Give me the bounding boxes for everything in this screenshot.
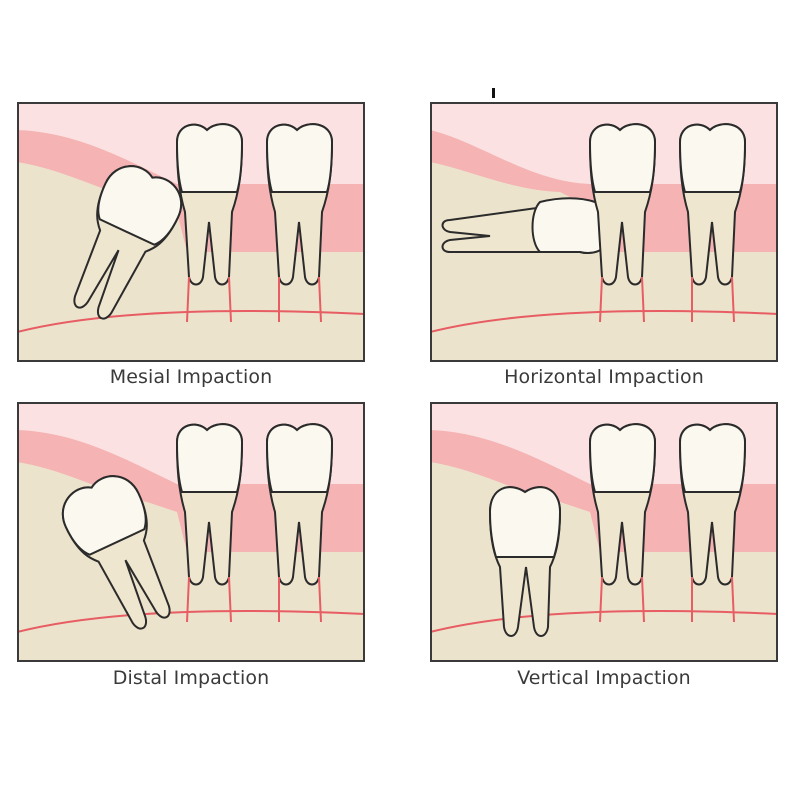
vertical-impaction-illustration — [430, 402, 778, 662]
horizontal-impaction-illustration — [430, 102, 778, 362]
panel-mesial-impaction — [17, 102, 365, 362]
caption-distal-impaction: Distal Impaction — [112, 667, 270, 689]
caption-horizontal-impaction: Horizontal Impaction — [504, 366, 704, 388]
panel-horizontal-impaction — [430, 102, 778, 362]
panel-vertical-impaction — [430, 402, 778, 662]
distal-impaction-illustration — [17, 402, 365, 662]
stray-tick-mark — [492, 88, 495, 98]
mesial-impaction-illustration — [17, 102, 365, 362]
caption-vertical-impaction: Vertical Impaction — [517, 667, 691, 689]
panel-distal-impaction — [17, 402, 365, 662]
caption-mesial-impaction: Mesial Impaction — [109, 366, 273, 388]
